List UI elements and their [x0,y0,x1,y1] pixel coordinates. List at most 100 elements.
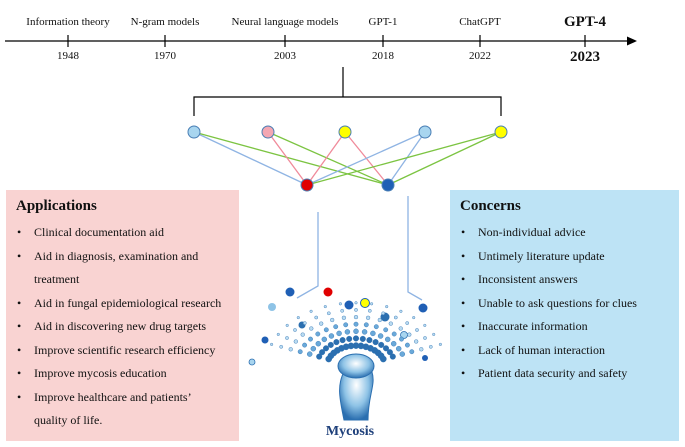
spore [359,335,366,342]
mycosis-label: Mycosis [325,424,375,439]
timeline-arrowhead [627,36,637,46]
spore [407,332,412,337]
spore [373,324,379,330]
list-item: Inaccurate information [458,315,671,339]
spore [385,305,389,309]
spore [354,308,358,312]
spore [415,328,419,332]
timeline-year: 2018 [372,50,394,62]
list-item: Inconsistent answers [458,268,671,292]
timeline-year: 2023 [570,49,600,65]
node-top-1 [187,125,201,139]
spore [370,330,376,337]
spore [370,302,374,306]
link-line [387,131,426,186]
spore [366,337,373,344]
spore [333,339,340,346]
spore [316,353,323,360]
applications-title: Applications [16,198,97,214]
spore [285,323,289,327]
spore [383,345,390,352]
spore [404,342,410,348]
spore [321,336,327,343]
node-top-2 [261,125,275,139]
spore [423,336,427,340]
spore [399,336,404,342]
spore [340,308,345,313]
concerns-list: Non-individual advice Untimely literatur… [458,221,671,386]
spore [319,349,326,356]
spore [423,323,427,327]
timeline-year: 2022 [469,50,491,62]
link-line [306,131,502,186]
spore [327,341,334,348]
spore [325,355,333,363]
connector-left [296,212,319,299]
list-item: Unable to ask questions for clues [458,292,671,316]
timeline-year: 2003 [274,50,296,62]
spore [293,328,297,332]
timeline-bracket [193,67,502,116]
link-line [193,131,389,186]
spore [315,331,321,337]
timeline-label: GPT-4 [564,14,606,30]
spore [276,332,280,336]
link-line [387,131,502,186]
link-line [193,131,308,186]
spore [399,309,403,313]
spore [309,309,313,313]
node-top-3 [338,125,352,139]
spore [328,333,335,339]
timeline-year: 1948 [57,50,79,62]
node-red [300,178,314,192]
concerns-title: Concerns [460,198,521,214]
spore [361,329,368,335]
spore [293,339,298,344]
list-item: Improve mycosis education [14,362,231,386]
spore [333,324,339,330]
spore [409,349,415,355]
spore [393,315,398,320]
timeline-label: ChatGPT [459,16,501,28]
spore [310,346,316,352]
spore [367,308,372,313]
spore [353,328,359,334]
spore [323,327,329,333]
spore [297,349,303,355]
list-item: Patient data security and safety [458,362,671,386]
timeline-label: Information theory [26,16,110,28]
timeline-year: 1970 [154,50,176,62]
concerns-panel: Concerns Non-individual advice Untimely … [450,190,679,441]
spore [270,342,274,346]
spore [341,315,346,320]
timeline-label: GPT-1 [368,16,398,28]
spore [405,321,410,325]
spore [389,353,396,360]
spore [308,336,313,342]
spore [391,331,397,337]
spore [336,330,342,337]
spore [330,317,335,323]
list-item: Clinical documentation aid [14,221,231,245]
spore [377,333,384,339]
fungus-illustration [270,301,442,421]
node-top-4 [418,125,432,139]
spore [386,349,393,356]
spore [343,322,349,328]
spore [346,335,353,342]
list-item: Improve scientific research efficiency [14,339,231,363]
spore [288,347,293,352]
spore [323,305,327,309]
node-blue [381,178,395,192]
spore [315,341,321,347]
timeline-ticks [67,35,586,47]
node-top-5 [494,125,508,139]
spore [381,311,386,316]
spore [383,327,389,333]
list-item: Untimely literature update [458,245,671,269]
spore [438,342,442,346]
spore [302,321,307,325]
list-item: Aid in diagnosis, examination and [14,245,231,269]
spore [414,339,419,344]
